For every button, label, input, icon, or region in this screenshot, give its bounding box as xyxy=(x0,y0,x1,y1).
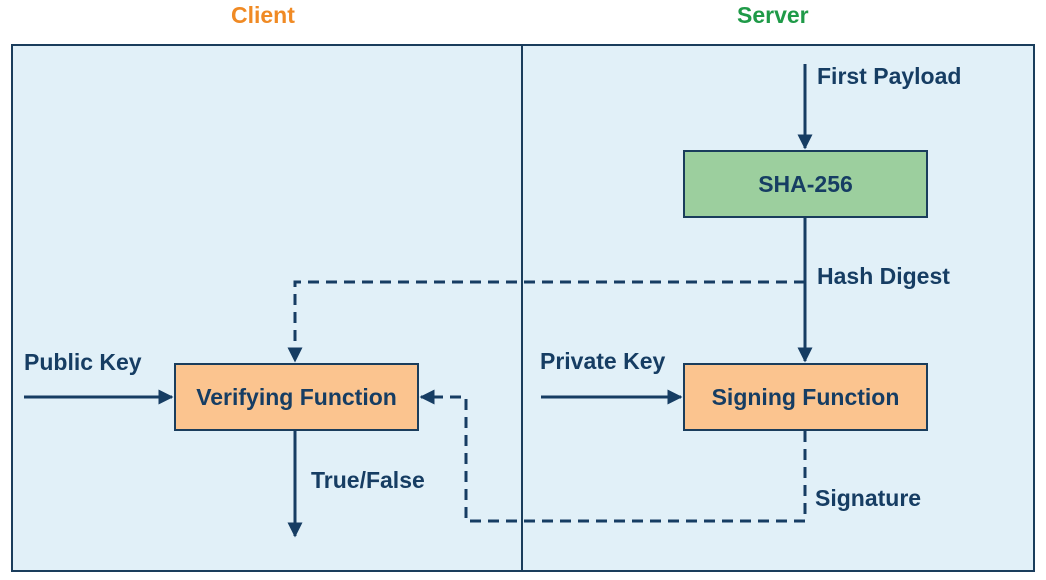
hash-digest-label: Hash Digest xyxy=(817,263,950,289)
signature-label: Signature xyxy=(815,485,922,511)
server-header: Server xyxy=(737,2,809,28)
signing-function-label: Signing Function xyxy=(711,383,900,410)
hash-digest-dashed-arrow xyxy=(287,280,805,363)
signing-function-box: Signing Function xyxy=(683,363,928,431)
public-key-label: Public Key xyxy=(24,349,142,375)
private-key-label: Private Key xyxy=(540,348,666,374)
server-panel xyxy=(521,44,1035,572)
sha-256-box: SHA-256 xyxy=(683,150,928,218)
verifying-function-box: Verifying Function xyxy=(174,363,419,431)
client-header: Client xyxy=(231,2,295,28)
verifying-function-label: Verifying Function xyxy=(196,383,397,410)
true-false-label: True/False xyxy=(311,467,425,493)
first-payload-label: First Payload xyxy=(817,63,962,89)
signature-dashed-arrow xyxy=(419,389,807,523)
sha-256-label: SHA-256 xyxy=(758,170,853,197)
client-panel xyxy=(11,44,524,572)
